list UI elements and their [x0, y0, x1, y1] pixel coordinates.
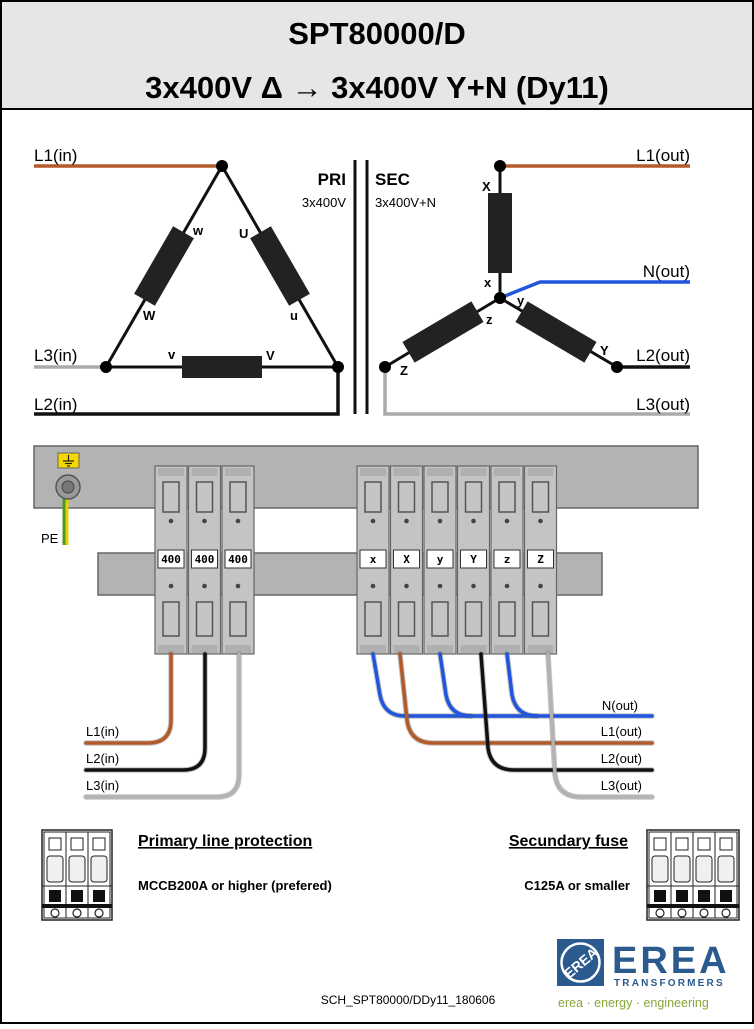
- node-left: [100, 361, 112, 373]
- winding-x: [488, 193, 512, 273]
- logo-brand-sub: TRANSFORMERS: [614, 978, 725, 989]
- secondary-terminal-X: X: [389, 465, 424, 655]
- cable-l2-out: [479, 652, 654, 772]
- node-top: [216, 160, 228, 172]
- terminal-tag: 400: [195, 553, 215, 566]
- winding-w: [134, 226, 194, 306]
- label-y: Y: [600, 343, 609, 358]
- primary-terminal-3: 400: [221, 465, 255, 655]
- primary-terminals: 400 400 400: [154, 465, 255, 655]
- node-right: [332, 361, 344, 373]
- sec-label: SEC: [375, 170, 410, 189]
- pe-label: PE: [41, 531, 59, 546]
- terminal-tag: 400: [161, 553, 181, 566]
- cable-label-l3-out: L3(out): [601, 778, 642, 793]
- label-l1-out: L1(out): [636, 146, 690, 165]
- winding-z: [402, 301, 484, 363]
- terminal-tag: 400: [228, 553, 248, 566]
- secondary-terminal-Y: Y: [456, 465, 491, 655]
- title-line-1: SPT80000/D: [288, 16, 466, 51]
- title-block: [0, 0, 754, 110]
- primary-terminal-1: 400: [154, 465, 188, 655]
- label-l2-out: L2(out): [636, 346, 690, 365]
- cable-label-n-out: N(out): [602, 698, 638, 713]
- cable-l3-out: [546, 652, 654, 799]
- label-l3-in: L3(in): [34, 346, 77, 365]
- label-z-small: z: [486, 312, 493, 327]
- pri-label: PRI: [318, 170, 346, 189]
- node-z: [379, 361, 391, 373]
- primary-delta: w W U u v V L1(in) L3(in) L2(in): [34, 146, 344, 416]
- label-l3-out: L3(out): [636, 395, 690, 414]
- erea-logo: EREA EREA TRANSFORMERS erea · energy · e…: [557, 939, 730, 1010]
- cable-n-z: [505, 652, 539, 718]
- secondary-terminal-Z: Z: [523, 465, 558, 655]
- terminal-tag: Z: [537, 553, 544, 566]
- node-x: [494, 160, 506, 172]
- secondary-fuse-title: Secundary fuse: [509, 833, 628, 850]
- winding-v: [182, 356, 262, 378]
- label-z: Z: [400, 363, 408, 378]
- node-star: [494, 292, 506, 304]
- primary-protection-title: Primary line protection: [138, 833, 312, 850]
- primary-protection-text: MCCB200A or higher (prefered): [138, 878, 332, 893]
- wire-n-out: [499, 280, 690, 300]
- cable-label-l2-out: L2(out): [601, 751, 642, 766]
- primary-breaker-icon: [41, 829, 113, 921]
- document-id: SCH_SPT80000/DDy11_180606: [321, 993, 496, 1007]
- title-line-2: 3x400V Δ → 3x400V Y+N (Dy11): [145, 70, 609, 105]
- cable-label-l1-out: L1(out): [601, 724, 642, 739]
- cable-label-l2-in: L2(in): [86, 751, 119, 766]
- label-x-small: x: [484, 275, 492, 290]
- secondary-terminal-z: z: [490, 465, 524, 655]
- label-u: U: [239, 226, 248, 241]
- label-w-small: w: [192, 223, 204, 238]
- winding-y: [515, 301, 597, 363]
- label-v: V: [266, 348, 275, 363]
- cable-n-y: [438, 652, 473, 718]
- label-l1-in: L1(in): [34, 146, 77, 165]
- label-y-small: y: [517, 293, 525, 308]
- terminal-tag: x: [370, 553, 377, 566]
- terminal-tag: z: [504, 553, 511, 566]
- wire-l2-in: [34, 367, 340, 416]
- cable-l2-in: [84, 652, 207, 772]
- node-y: [611, 361, 623, 373]
- label-u-small: u: [290, 308, 298, 323]
- logo-brand: EREA: [612, 940, 730, 982]
- sec-voltage: 3x400V+N: [375, 195, 436, 210]
- cable-label-l3-in: L3(in): [86, 778, 119, 793]
- terminal-tag: y: [437, 553, 444, 566]
- label-l2-in: L2(in): [34, 395, 77, 414]
- label-x: X: [482, 179, 491, 194]
- secondary-terminal-y: y: [423, 465, 457, 655]
- terminal-tag: X: [403, 553, 410, 566]
- secondary-terminal-x: x: [356, 465, 390, 655]
- pri-voltage: 3x400V: [302, 195, 346, 210]
- winding-u: [250, 226, 310, 306]
- label-v-small: v: [168, 347, 176, 362]
- primary-terminal-2: 400: [187, 465, 222, 655]
- logo-slogan: erea · energy · engineering: [558, 996, 709, 1010]
- secondary-fuse-text: C125A or smaller: [524, 878, 630, 893]
- terminal-tag: Y: [470, 553, 477, 566]
- cable-label-l1-in: L1(in): [86, 724, 119, 739]
- secondary-fuse-icon: [646, 829, 740, 921]
- cable-l1-out: [398, 652, 654, 745]
- secondary-star: X x y Y z Z L1(out) N(out) L2(out) L3(ou…: [379, 146, 690, 416]
- cable-l1-in: [84, 652, 173, 745]
- output-cables: [83, 651, 655, 800]
- pe-terminal: PE: [41, 452, 81, 546]
- label-w: W: [143, 308, 156, 323]
- logo-mark: [557, 939, 604, 986]
- label-n-out: N(out): [643, 262, 690, 281]
- cable-l3-in: [84, 652, 241, 799]
- wire-l3-out: [383, 367, 690, 416]
